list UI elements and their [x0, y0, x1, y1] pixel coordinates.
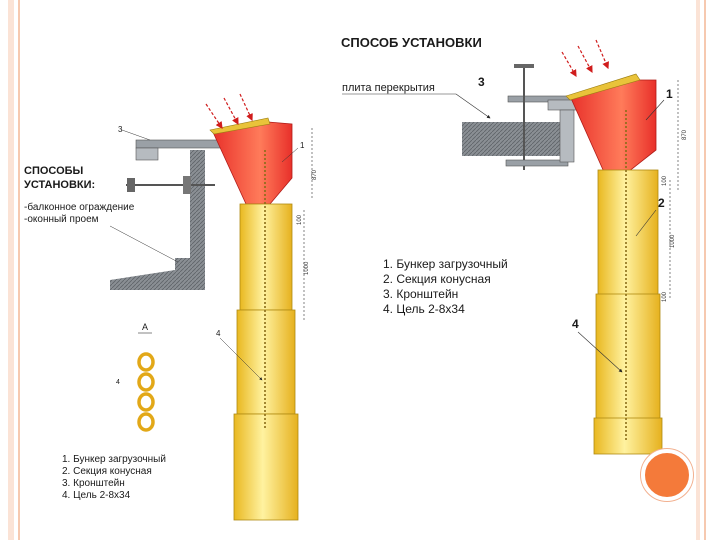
clamp-handle [127, 178, 135, 192]
callout-1-left: 1 [300, 141, 305, 150]
callout-3-left: 3 [118, 125, 123, 134]
method-balcony: -балконное ограждение [24, 201, 135, 213]
load-arrow [223, 97, 239, 126]
methods-heading-line2: УСТАНОВКИ: [24, 179, 95, 191]
left-legend-2: 2. Секция конусная [62, 466, 152, 477]
callout-4-detail: 4 [116, 379, 120, 386]
right-legend-3: 3. Кронштейн [383, 287, 458, 301]
left-legend-4: 4. Цель 2-8х34 [62, 490, 131, 501]
load-arrow [595, 39, 609, 70]
left-legend-3: 3. Кронштейн [62, 478, 125, 489]
load-arrow [577, 45, 593, 74]
callout-1-right: 1 [666, 87, 673, 101]
dim-870-left: 870 [312, 169, 318, 180]
floor-slab [462, 122, 574, 156]
left-section-1 [239, 203, 293, 311]
right-legend: 1. Бункер загрузочный 2. Секция конусная… [383, 257, 508, 316]
right-section-1 [597, 169, 659, 297]
clamp-handle-right [514, 64, 534, 68]
left-hopper [211, 121, 293, 205]
left-section-2 [236, 309, 296, 415]
left-legend: 1. Бункер загрузочный 2. Секция конусная… [62, 454, 166, 501]
dim-100-left: 100 [297, 214, 303, 225]
right-legend-1: 1. Бункер загрузочный [383, 257, 508, 271]
left-installation: 870 100 1000 3 1 4 А 4 СПОСОБЫ УСТАНОВКИ… [24, 93, 318, 521]
slide-frame-right-line [704, 0, 706, 540]
slide-frame-left [8, 0, 14, 540]
slide-frame-left-line [18, 0, 20, 540]
callout-3-right: 3 [478, 75, 485, 89]
slab-label: плита перекрытия [342, 82, 435, 94]
methods-heading-line1: СПОСОБЫ [24, 165, 84, 177]
dim-1000-right: 1000 [670, 234, 676, 248]
callout-2-right: 2 [658, 196, 665, 210]
slide-frame-right [696, 0, 700, 540]
left-section-3 [233, 413, 299, 521]
dim-100-right-top: 100 [662, 175, 668, 186]
chain-link-detail [137, 352, 155, 432]
callout-4-left: 4 [216, 329, 221, 338]
right-legend-2: 2. Секция конусная [383, 272, 491, 286]
right-section-3 [593, 417, 663, 455]
page-title: СПОСОБ УСТАНОВКИ [341, 35, 482, 50]
accent-circle [641, 449, 693, 501]
balcony-wall [110, 150, 205, 290]
dim-1000-left: 1000 [304, 261, 310, 275]
load-arrow [205, 103, 223, 129]
callout-4-right: 4 [572, 317, 579, 331]
dim-100-right-bottom: 100 [662, 291, 668, 302]
method-window: -оконный проем [24, 214, 99, 225]
load-arrow [561, 51, 577, 78]
right-legend-4: 4. Цель 2-8х34 [383, 302, 465, 316]
left-legend-1: 1. Бункер загрузочный [62, 454, 166, 465]
right-installation: плита перекрытия 870 100 1000 100 3 [342, 39, 688, 455]
dim-870-right: 870 [682, 129, 688, 140]
right-section-2 [595, 293, 661, 421]
load-arrow [239, 93, 253, 122]
callout-a-left: А [142, 322, 148, 332]
